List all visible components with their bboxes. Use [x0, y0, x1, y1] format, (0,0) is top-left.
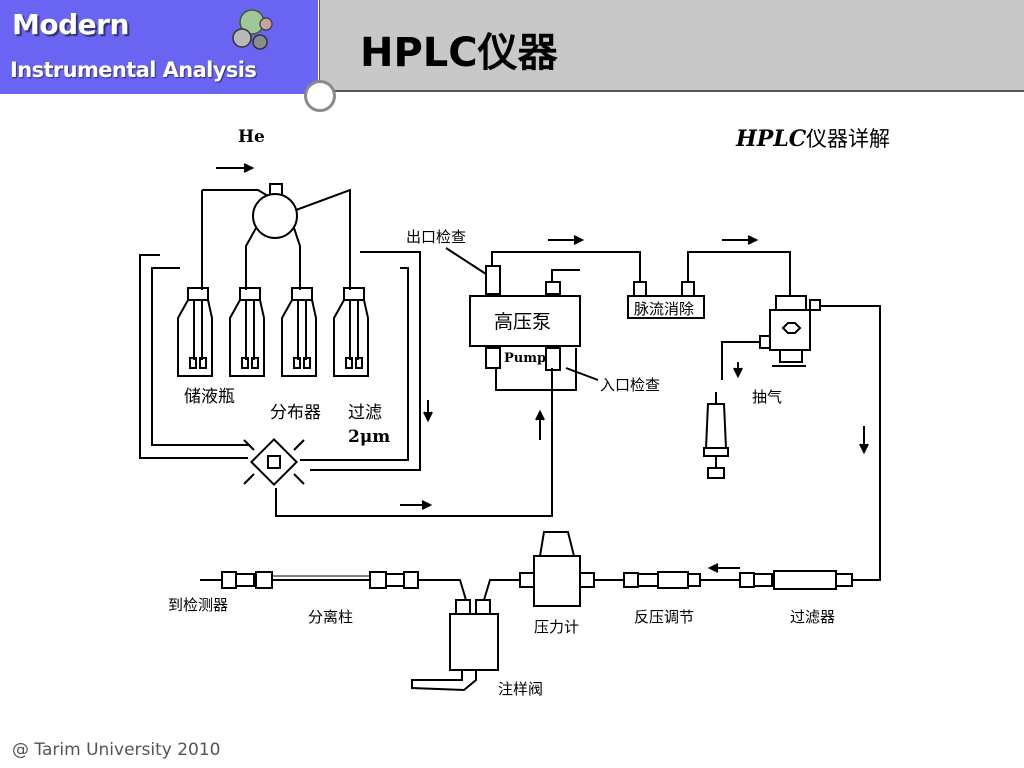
label-pump-en: Pump [504, 351, 546, 366]
page-title: HPLC仪器 [360, 30, 558, 76]
diagram-heading: 仪器详解 [806, 127, 890, 151]
brand-subtitle: Instrumental Analysis [10, 58, 257, 82]
label-pulse-damper: 脉流消除 [634, 300, 694, 318]
circle-decoration [304, 80, 336, 112]
label-outlet-check: 出口检查 [406, 228, 466, 246]
label-pressure-gauge: 压力计 [534, 618, 579, 636]
label-degas: 抽气 [752, 388, 782, 406]
label-filter-top: 过滤 [348, 403, 382, 423]
brand-title: Modern [12, 8, 129, 41]
label-column: 分离柱 [308, 608, 353, 626]
label-inlet-check: 入口检查 [600, 376, 660, 394]
label-pump-cn: 高压泵 [494, 311, 551, 333]
label-back-pressure: 反压调节 [634, 608, 694, 626]
label-filter: 过滤器 [790, 608, 835, 626]
label-injector: 注样阀 [498, 680, 543, 698]
title-bar [319, 0, 1024, 92]
footer-credit: @ Tarim University 2010 [12, 740, 221, 760]
molecule-icon [232, 9, 273, 50]
label-distributor: 分布器 [270, 403, 321, 423]
brand-box: Modern Instrumental Analysis [0, 0, 318, 94]
label-filter-size: 2μm [348, 427, 390, 447]
label-he: He [238, 127, 265, 147]
label-to-detector: 到检测器 [168, 596, 228, 614]
label-reservoir: 储液瓶 [184, 387, 235, 407]
diagram-heading-italic: HPLC [735, 126, 807, 152]
